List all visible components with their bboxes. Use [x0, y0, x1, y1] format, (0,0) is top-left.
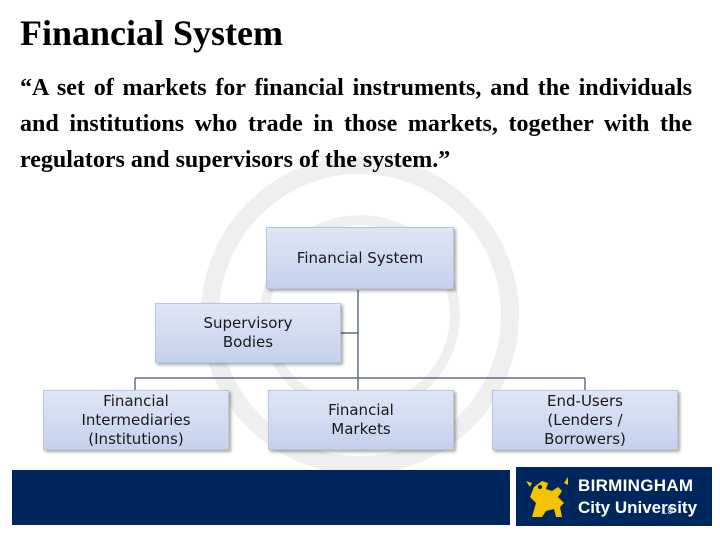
node-label-line: Borrowers): [544, 429, 626, 448]
lion-icon: [526, 477, 568, 517]
node-financial-intermediaries: Financial Intermediaries (Institutions): [43, 390, 229, 450]
node-label-line: Supervisory: [203, 314, 293, 332]
node-financial-system: Financial System: [266, 227, 454, 289]
node-label-line: Intermediaries: [81, 410, 191, 429]
slide-page-number: 15: [661, 505, 674, 517]
node-label-line: Financial: [103, 391, 169, 410]
footer-bar: [12, 470, 510, 525]
node-label-line: Markets: [331, 420, 391, 438]
node-label-line: Financial: [328, 401, 394, 419]
node-label: Financial System: [296, 248, 424, 267]
slide-title: Financial System: [20, 13, 284, 53]
node-supervisory-bodies: Supervisory Bodies: [155, 303, 341, 363]
definition-quote: “A set of markets for financial instrume…: [20, 75, 692, 173]
node-label-line: (Institutions): [88, 429, 184, 448]
logo-text-line2: City University: [578, 498, 698, 517]
node-label-line: (Lenders /: [547, 410, 623, 429]
node-label-line: End-Users: [547, 391, 623, 410]
university-logo: BIRMINGHAM City University: [516, 467, 712, 526]
logo-text-line1: BIRMINGHAM: [578, 476, 694, 495]
node-end-users: End-Users (Lenders / Borrowers): [492, 390, 678, 450]
node-financial-markets: Financial Markets: [268, 390, 454, 450]
node-label-line: Bodies: [222, 333, 274, 351]
